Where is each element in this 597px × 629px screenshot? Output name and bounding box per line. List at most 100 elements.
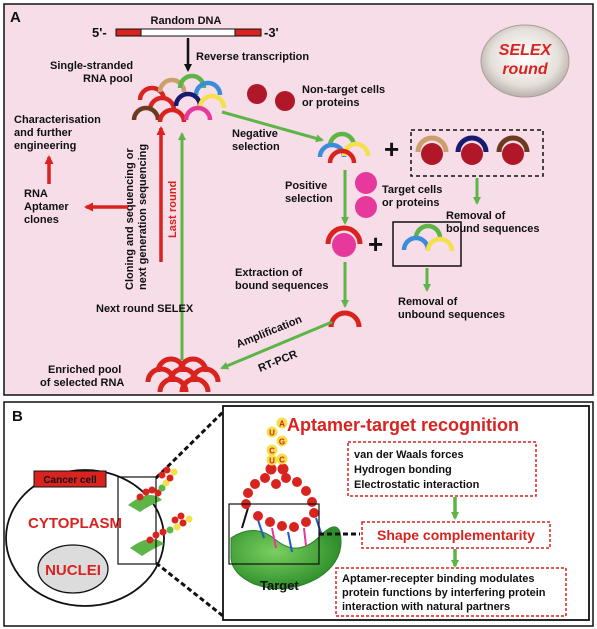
rna-aptamer-label-2: Aptamer: [24, 201, 69, 213]
panel-a-label: A: [10, 9, 21, 26]
small-aptamer: [146, 512, 193, 544]
target-cells-label-1: Target cells: [382, 184, 442, 196]
stem-base-circle: [276, 453, 288, 465]
stem-base-circle: [266, 444, 278, 456]
removal-bound-label-1: Removal of: [446, 210, 506, 222]
target-protein: [230, 526, 342, 590]
positive-selection-label-1: Positive: [285, 180, 327, 192]
forces-line-3: Electrostatic interaction: [354, 479, 480, 491]
characterisation-label-3: engineering: [14, 140, 76, 152]
panel-b: B Cancer cell CYTOPLASM NUCLEI: [3, 401, 594, 627]
cancer-cell-badge: [33, 470, 107, 488]
plus-sign-2: +: [368, 229, 383, 259]
binding-line-3: interaction with natural partners: [342, 601, 510, 613]
enriched-label-2: of selected RNA: [40, 377, 124, 389]
target-cells-label-2: or proteins: [382, 197, 439, 209]
binding-line-1: Aptamer-recepter binding modulates: [342, 573, 535, 585]
dna-primer-left: [115, 28, 142, 37]
stem-base-circle: [266, 454, 278, 466]
round-label: round: [167, 181, 179, 212]
binding-line-2: protein functions by interfering protein: [342, 587, 546, 599]
last-label: Last: [167, 215, 179, 238]
dna-5-prime: 5'-: [92, 25, 107, 40]
removal-bound-label-2: bound sequences: [446, 223, 540, 235]
random-dna-label: Random DNA: [151, 15, 222, 27]
zoom-box: [117, 476, 157, 565]
plus-sign: +: [384, 134, 399, 164]
recognition-title: Aptamer-target recognition: [287, 415, 519, 435]
next-round-label: Next round SELEX: [96, 303, 194, 315]
stem-base-circle: [276, 435, 288, 447]
target-bound-complex: [332, 233, 356, 257]
unbound-box: [392, 221, 462, 267]
characterisation-label-2: and further: [14, 127, 73, 139]
selex-badge-line-2: round: [502, 61, 549, 78]
shape-box: [361, 521, 551, 549]
non-target-label-1: Non-target cells: [302, 84, 385, 96]
unbound-sequences-icon: [401, 223, 455, 252]
removal-unbound-label-2: unbound sequences: [398, 309, 505, 321]
shape-label: Shape complementarity: [377, 527, 535, 543]
non-target-cell: [247, 84, 267, 104]
positive-selection-label-2: selection: [285, 193, 333, 205]
removal-unbound-label-1: Removal of: [398, 296, 458, 308]
cancer-cell-label: Cancer cell: [43, 475, 97, 486]
stem-base-circle: [266, 426, 278, 438]
extracted-aptamer-icon: [328, 310, 362, 328]
pool-after-negative-icon: [317, 131, 371, 164]
extraction-label-2: bound sequences: [235, 280, 329, 292]
bound-complexes-icon: [415, 135, 530, 165]
negative-selection-label-1: Negative: [232, 128, 278, 140]
zoom-line: [155, 561, 224, 618]
nuclei-label: NUCLEI: [45, 562, 101, 579]
target-label: Target: [260, 578, 299, 593]
negative-selection-label-2: selection: [232, 141, 280, 153]
cloning-label-1: Cloning and sequencing or: [124, 148, 136, 291]
membrane-receptor: [128, 495, 162, 512]
stem-base-circle: [276, 417, 288, 429]
panel-a: A 5'- Random DNA -3' Reverse transcripti…: [3, 3, 594, 396]
stem-base-letter: G: [279, 438, 285, 447]
cloning-label-2: next generation sequencing: [137, 144, 149, 290]
negative-selection-arrow: [221, 110, 324, 143]
forces-line-1: van der Waals forces: [354, 449, 464, 461]
binding-box: [335, 567, 567, 617]
non-target-bound-box: [410, 129, 544, 177]
dna-random-region: [140, 28, 236, 37]
forces-box: [347, 441, 537, 497]
characterisation-label-1: Characterisation: [14, 114, 101, 126]
rna-pool-icon: [131, 73, 227, 123]
extraction-label-1: Extraction of: [235, 267, 303, 279]
cytoplasm-label: CYTOPLASM: [28, 515, 122, 532]
ss-pool-label-1: Single-stranded: [50, 60, 133, 72]
small-aptamer: [136, 466, 178, 501]
rna-aptamer-label-1: RNA: [24, 188, 48, 200]
target-bound-aptamer: [325, 225, 363, 245]
enriched-label-1: Enriched pool: [48, 364, 121, 376]
aptamer-loop: [241, 473, 319, 532]
stem-base-letter: C: [269, 447, 275, 456]
stem-base-letter: A: [279, 420, 285, 429]
enriched-pool-icon: [145, 356, 221, 393]
stem-base-letter: C: [279, 456, 285, 465]
stem-base-letter: U: [269, 457, 275, 466]
target-cell: [355, 172, 377, 194]
target-cell: [355, 196, 377, 218]
dna-3-prime: -3': [264, 25, 279, 40]
aptamer-stem: [265, 463, 289, 475]
amplification-arrow: [220, 320, 333, 370]
ss-pool-label-2: RNA pool: [83, 73, 133, 85]
nucleus: [37, 544, 109, 594]
reverse-transcription-label: Reverse transcription: [196, 51, 309, 63]
dna-primer-right: [234, 28, 262, 37]
non-target-cell: [275, 91, 295, 111]
stem-base-letter: U: [269, 429, 275, 438]
panel-b-label: B: [12, 408, 23, 425]
non-target-label-2: or proteins: [302, 97, 359, 109]
rna-aptamer-label-3: clones: [24, 214, 59, 226]
selex-round-badge: [480, 24, 570, 98]
forces-line-2: Hydrogen bonding: [354, 464, 452, 476]
selex-badge-line-1: SELEX: [499, 42, 553, 59]
